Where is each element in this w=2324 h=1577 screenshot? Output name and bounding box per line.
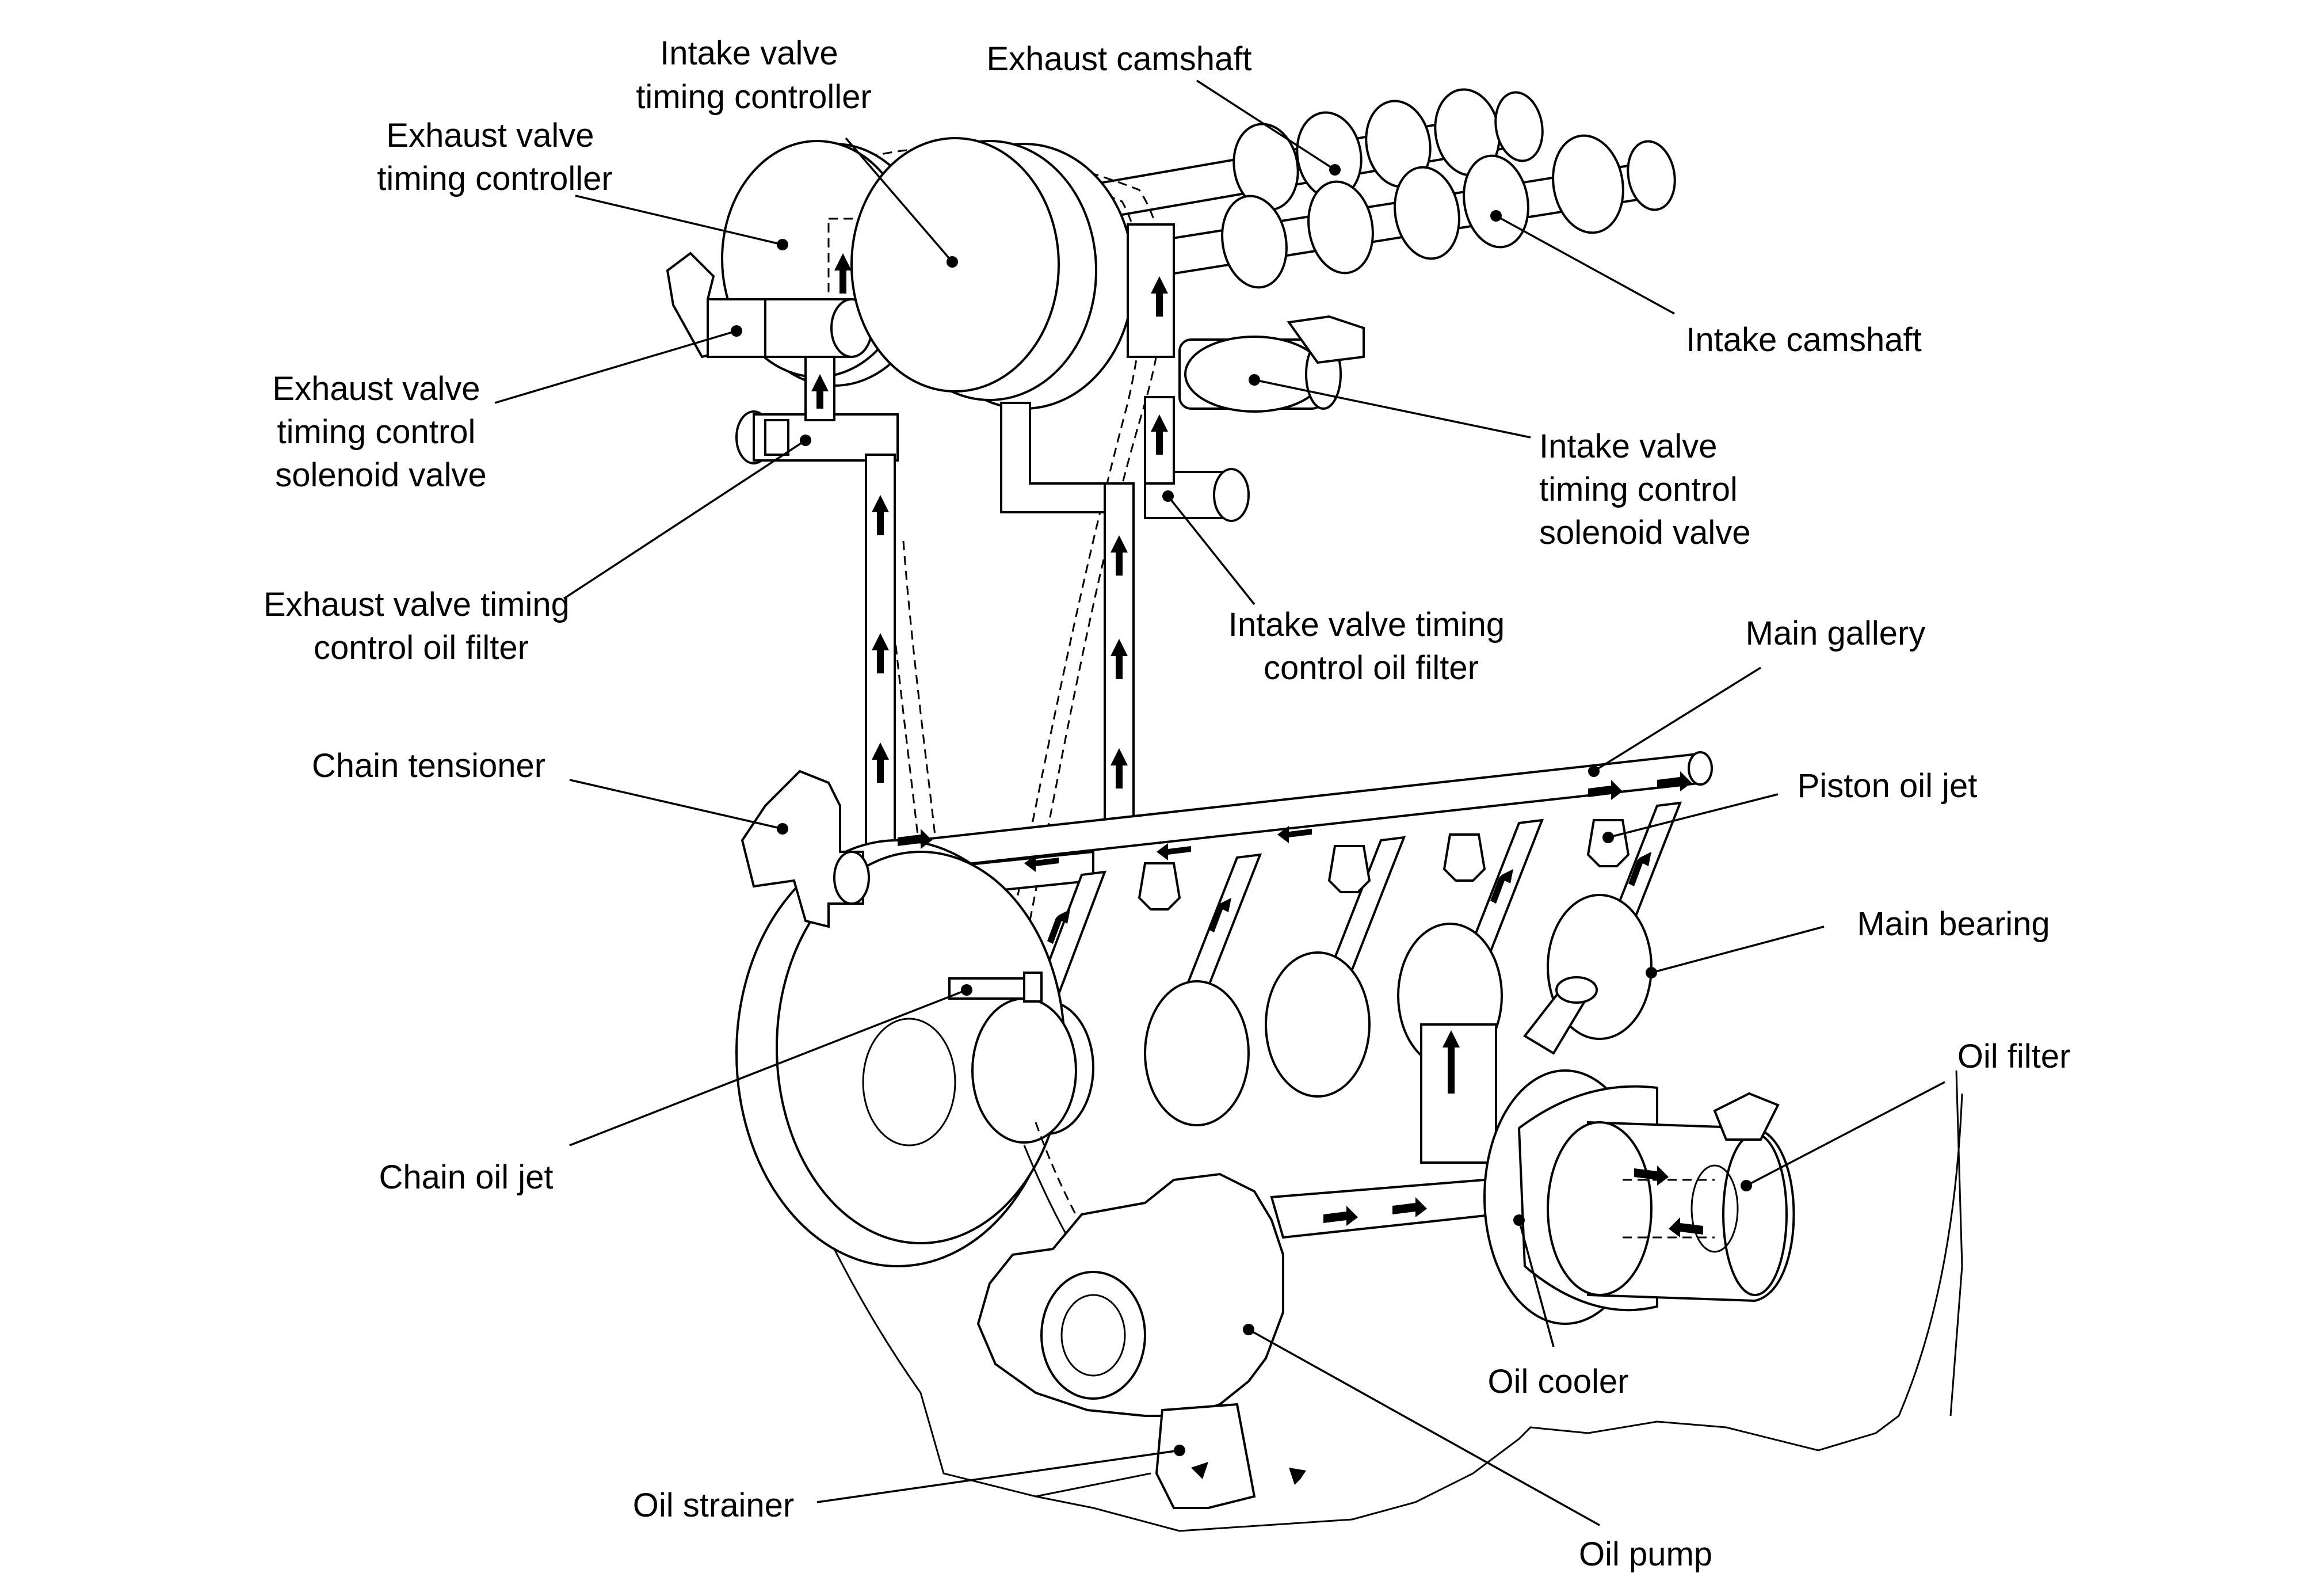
label-exhaust-valve-timing-control-oil-filter: Exhaust valve timing control oil filter: [264, 586, 579, 666]
chain-tensioner-part: [741, 770, 870, 928]
piston-oil-jet-parts: [1138, 819, 1630, 911]
label-main-gallery: Main gallery: [1746, 615, 1926, 652]
pump-outlet-duct: [1270, 1178, 1498, 1239]
label-oil-strainer: Oil strainer: [633, 1487, 794, 1524]
engine-artwork: [666, 88, 1963, 1532]
main-gallery-part: [861, 752, 1705, 877]
oil-pump-part: [976, 1172, 1284, 1417]
label-main-bearing: Main bearing: [1857, 905, 2050, 943]
callout-labels: Intake valve timing controller Exhaust c…: [264, 35, 2070, 1573]
exhaust-camshaft-part: [1092, 88, 1544, 220]
label-oil-pump: Oil pump: [1579, 1536, 1712, 1573]
leader-lines: [494, 79, 1945, 1526]
label-exhaust-valve-timing-control-solenoid-valve: Exhaust valve timing control solenoid va…: [272, 370, 489, 494]
label-intake-valve-timing-controller: Intake valve timing controller: [636, 35, 871, 116]
label-exhaust-valve-timing-controller: Exhaust valve timing controller: [377, 117, 612, 197]
label-intake-camshaft: Intake camshaft: [1686, 321, 1921, 359]
label-intake-valve-timing-control-solenoid-valve: Intake valve timing control solenoid val…: [1539, 428, 1751, 551]
support-bracket: [1949, 1070, 1963, 1416]
oil-filter-part: [1547, 1092, 1795, 1302]
label-piston-oil-jet: Piston oil jet: [1798, 767, 1978, 805]
oil-strainer-part: [1035, 1403, 1256, 1509]
label-oil-cooler: Oil cooler: [1488, 1363, 1629, 1400]
label-chain-tensioner: Chain tensioner: [312, 747, 545, 784]
oil-flow-arrows: [811, 253, 1703, 1496]
intake-oil-filter-part: [1144, 468, 1250, 522]
label-exhaust-camshaft: Exhaust camshaft: [987, 40, 1252, 78]
label-intake-valve-timing-control-oil-filter: Intake valve timing control oil filter: [1228, 606, 1514, 687]
label-chain-oil-jet: Chain oil jet: [379, 1159, 553, 1196]
label-oil-filter: Oil filter: [1957, 1038, 2071, 1075]
crank-pulley-part: [735, 839, 1077, 1267]
exhaust-solenoid-valve-part: [735, 410, 899, 464]
intake-valve-timing-controller-part: [850, 137, 1175, 410]
